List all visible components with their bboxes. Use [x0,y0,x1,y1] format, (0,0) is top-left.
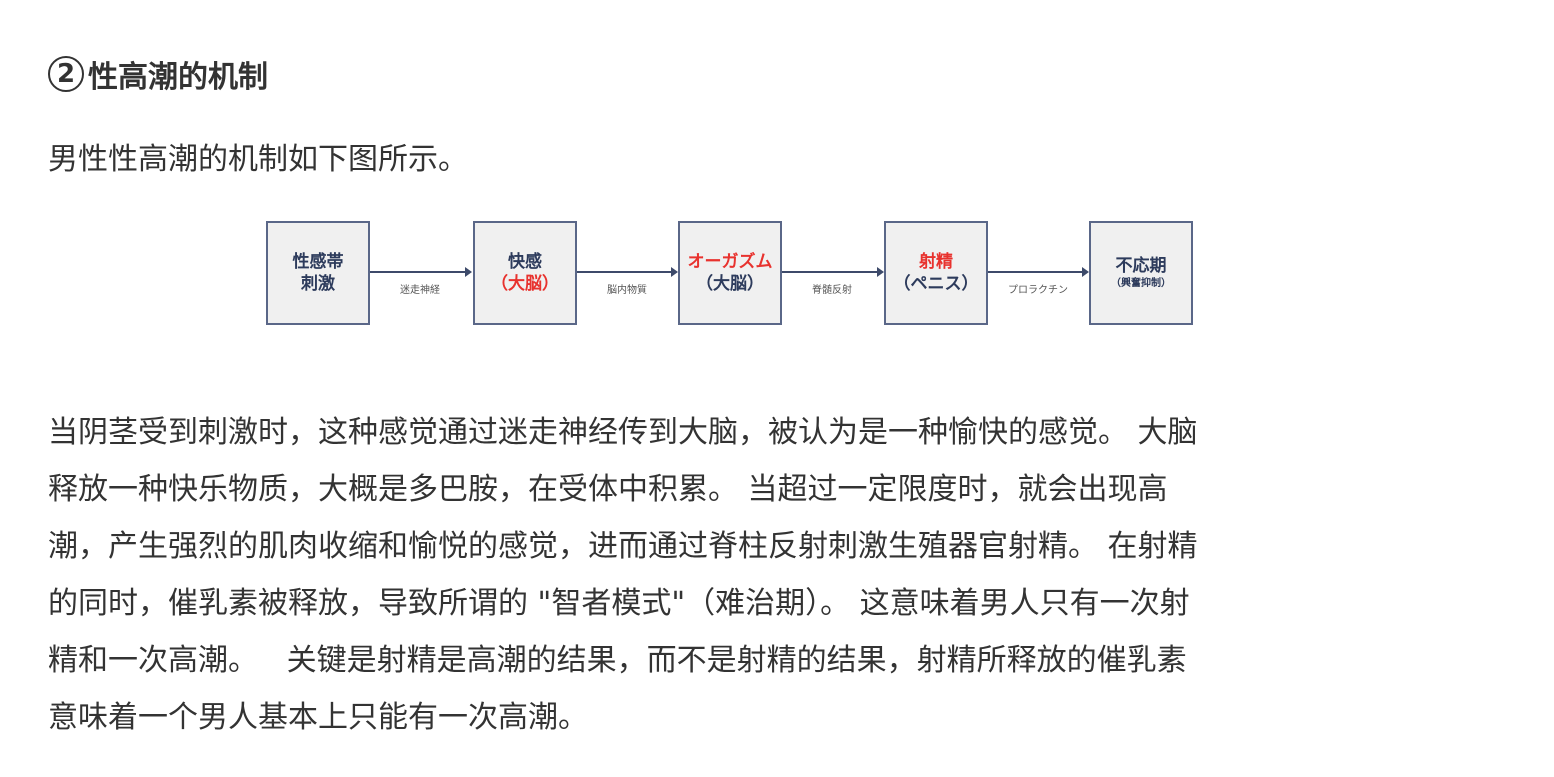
arrow-label: 脊髄反射 [812,285,852,296]
box-label: オーガズム [687,252,773,272]
diagram-box-refractory: 不応期 （興奮抑制） [1089,221,1193,325]
text-line: 释放一种快乐物质，大概是多巴胺，在受体中积累。 当超过一定限度时，就会出现高 [48,472,1168,507]
body-paragraph: 当阴茎受到刺激时，这种感觉通过迷走神经传到大脑，被认为是一种愉快的感觉。 大脑 … [48,404,1198,746]
text-line: 潮，产生强烈的肌肉收缩和愉悦的感觉，进而通过脊柱反射刺激生殖器官射精。 在射精 [48,529,1198,564]
box-label: 快感 [508,252,542,272]
diagram-box-ejaculation: 射精 （ペニス） [884,221,988,325]
text-line: 精和一次高潮。 关键是射精是高潮的结果，而不是射精的结果，射精所释放的催乳素 [48,643,1187,678]
box-label: （大脳） [491,274,559,294]
mechanism-diagram: 性感帯 刺激 迷走神経 快感 （大脳） 脳内物質 オーガズム （大脳） 脊髄反射… [266,221,1194,327]
text-line: 当阴茎受到刺激时，这种感觉通过迷走神经传到大脑，被认为是一种愉快的感觉。 大脑 [48,415,1198,450]
box-label: 性感帯 [292,252,344,272]
box-label: 刺激 [301,274,335,294]
arrow-label: プロラクチン [1008,285,1068,296]
box-label: 射精 [919,252,953,272]
diagram-box-pleasure: 快感 （大脳） [473,221,577,325]
box-label: （ペニス） [893,274,979,294]
arrow-icon [988,267,1089,277]
section-title: 性高潮的机制 [88,60,268,95]
text-line: 意味着一个男人基本上只能有一次高潮。 [48,700,588,735]
box-label: （興奮抑制） [1111,278,1171,289]
arrow-label: 迷走神経 [400,285,440,296]
text-line: 的同时，催乳素被释放，导致所谓的 "智者模式"（难治期）。 这意味着男人只有一次… [48,586,1190,621]
diagram-box-stimulus: 性感帯 刺激 [266,221,370,325]
arrow-icon [370,267,472,277]
intro-paragraph: 男性性高潮的机制如下图所示。 [48,142,468,177]
box-label: 不応期 [1115,256,1167,276]
diagram-box-orgasm: オーガズム （大脳） [678,221,782,325]
arrow-icon [782,267,884,277]
box-label: （大脳） [696,274,764,294]
arrow-label: 脳内物質 [607,285,647,296]
circled-number: 2 [48,56,84,92]
arrow-icon [577,267,678,277]
section-heading: 2 性高潮的机制 [48,52,268,96]
